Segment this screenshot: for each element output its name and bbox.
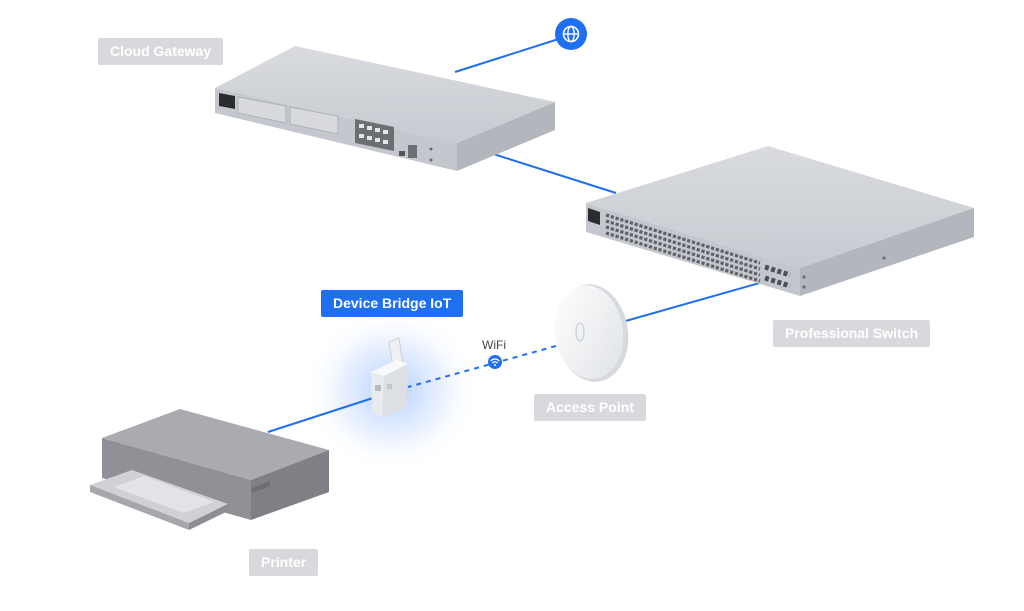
access-point-device	[554, 284, 629, 382]
professional-switch-device	[586, 146, 974, 296]
link-gateway-internet	[454, 35, 569, 73]
professional-switch-label: Professional Switch	[773, 320, 931, 347]
cloud-gateway-label: Cloud Gateway	[98, 38, 224, 65]
wifi-icon	[488, 355, 502, 369]
link-gateway-switch	[486, 151, 617, 194]
device-bridge-device	[371, 337, 408, 418]
globe-icon	[555, 18, 587, 50]
device-bridge-label: Device Bridge IoT	[321, 290, 464, 317]
wifi-label: WiFi	[482, 338, 506, 352]
link-bridge-printer	[267, 397, 374, 433]
printer-device	[90, 409, 329, 530]
access-point-label: Access Point	[534, 394, 646, 421]
link-switch-accesspoint	[621, 279, 771, 323]
printer-label: Printer	[249, 549, 319, 576]
cloud-gateway-device	[215, 46, 555, 171]
